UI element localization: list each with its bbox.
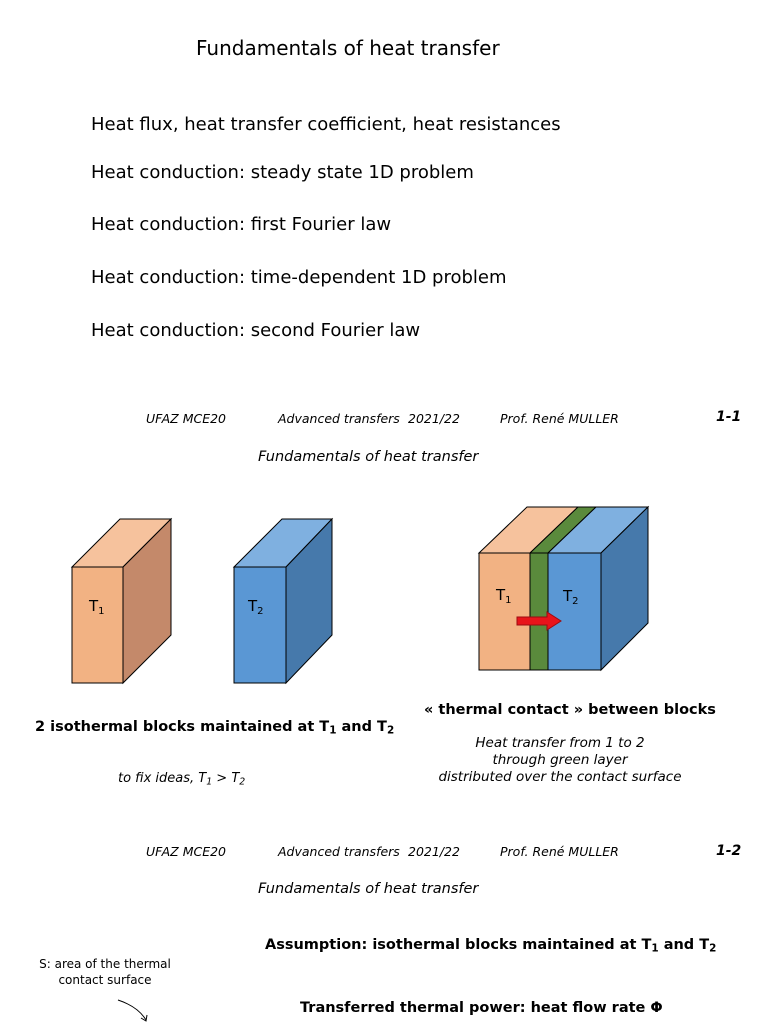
contact-layer-front — [529, 552, 549, 671]
footer-year: 2021/22 — [408, 411, 460, 426]
slide3-subtitle: Fundamentals of heat transfer — [258, 881, 479, 897]
footer-course: UFAZ MCE20 — [146, 411, 227, 426]
area-note-2: contact surface — [58, 973, 152, 987]
bullet-3: Heat conduction: first Fourier law — [91, 214, 392, 235]
block-t2: T2 — [232, 517, 334, 685]
contact-desc-2: through green layer — [492, 752, 628, 768]
area-note-1: S: area of the thermal — [39, 957, 171, 971]
area-arrow-icon — [117, 999, 148, 1022]
block-t2-label: T2 — [247, 597, 264, 617]
contact-desc-1: Heat transfer from 1 to 2 — [475, 735, 645, 751]
contact-block1-front — [478, 552, 531, 671]
bullet-1: Heat flux, heat transfer coefficient, he… — [91, 114, 561, 135]
slide2-subtitle: Fundamentals of heat transfer — [258, 449, 479, 465]
page-number-1: 1-1 — [716, 409, 742, 425]
footer-author: Prof. René MULLER — [500, 411, 619, 426]
left-caption: 2 isothermal blocks maintained at T1 and… — [35, 719, 395, 737]
bullet-2: Heat conduction: steady state 1D problem — [91, 162, 474, 183]
bullet-5: Heat conduction: second Fourier law — [91, 320, 421, 341]
blocks-illustration: T1 T2 T1 T2 — [70, 505, 650, 685]
fix-ideas-note: to fix ideas, T1 > T2 — [118, 771, 246, 788]
footer2-year: 2021/22 — [408, 844, 460, 859]
contact-assembly: T1 T2 — [477, 505, 650, 672]
heat-flow-arrow — [516, 611, 562, 631]
contact-desc-3: distributed over the contact surface — [438, 769, 682, 785]
block-t1-front — [71, 566, 124, 684]
contact-block2-front — [547, 552, 602, 671]
bullet-4: Heat conduction: time-dependent 1D probl… — [91, 267, 507, 288]
block-t1: T1 — [70, 517, 173, 685]
contact-t1-label: T1 — [495, 586, 512, 606]
footer-topic: Advanced transfers — [278, 411, 400, 426]
page-number-2: 1-2 — [716, 843, 742, 859]
block-t1-label: T1 — [88, 597, 105, 617]
footer2-topic: Advanced transfers — [278, 844, 400, 859]
slide1-title: Fundamentals of heat transfer — [196, 36, 500, 60]
block-t2-front — [233, 566, 287, 684]
contact-t2-label: T2 — [562, 587, 579, 607]
contact-title: « thermal contact » between blocks — [424, 702, 716, 718]
assumption-text: Assumption: isothermal blocks maintained… — [265, 937, 717, 955]
power-text: Transferred thermal power: heat flow rat… — [300, 1000, 663, 1016]
footer2-author: Prof. René MULLER — [500, 844, 619, 859]
footer2-course: UFAZ MCE20 — [146, 844, 227, 859]
